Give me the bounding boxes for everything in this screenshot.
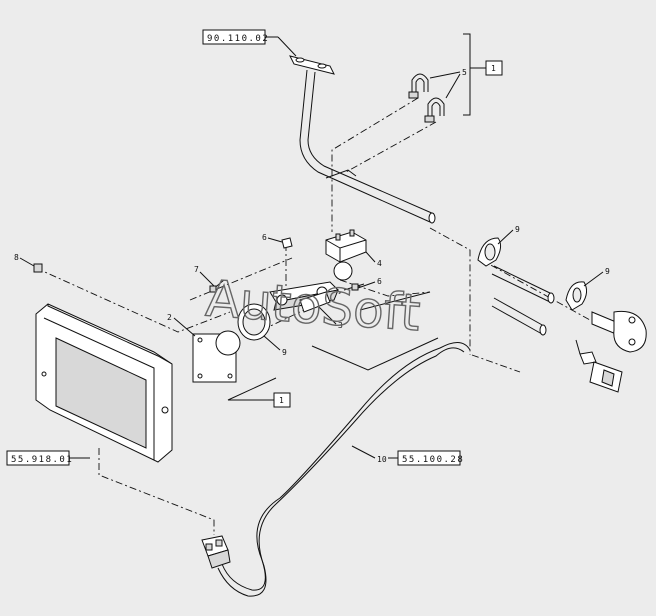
tube-upper-right[interactable] — [491, 265, 555, 304]
watermark: AutoSoft — [203, 269, 423, 343]
clamp-ring-right-top[interactable] — [477, 237, 502, 267]
u-bolt-lower[interactable] — [424, 97, 445, 123]
group-box-bottom-text: 1 — [279, 396, 284, 405]
callout-6-lower: 6 — [377, 277, 382, 286]
ref-label-harness[interactable]: 55.100.28 — [397, 450, 464, 466]
mount-foot-right[interactable] — [591, 310, 647, 353]
callout-9-left: 9 — [282, 348, 287, 357]
monitor[interactable] — [35, 303, 173, 463]
mounting-arm[interactable] — [289, 55, 436, 224]
clamp-bracket[interactable] — [269, 281, 365, 313]
callout-6-upper: 6 — [262, 233, 267, 242]
group-box-bottom: 1 — [227, 377, 291, 408]
callout-5: 5 — [462, 68, 467, 77]
connector-right[interactable] — [575, 339, 623, 393]
group-box-top-text: 1 — [491, 64, 496, 73]
ref-label-bracket-text: 90.110.02 — [207, 34, 269, 44]
watermark-text: AutoSoft — [204, 270, 422, 343]
group-box-top: 1 — [463, 33, 503, 116]
callout-4: 4 — [377, 259, 382, 268]
ref-label-display-text: 55.918.01 — [11, 455, 73, 465]
callout-7: 7 — [194, 265, 199, 274]
screw-7[interactable] — [209, 279, 225, 293]
callout-10: 10 — [377, 455, 387, 464]
ref-label-harness-text: 55.100.28 — [402, 455, 464, 465]
hinge-block[interactable] — [325, 229, 367, 281]
ref-label-display[interactable]: 55.918.01 — [6, 450, 73, 466]
clamp-ring-left[interactable] — [237, 303, 271, 341]
nut-upper[interactable] — [281, 237, 293, 249]
callout-3: 3 — [338, 321, 343, 330]
tube-lower-right[interactable] — [491, 297, 547, 336]
screw-8[interactable] — [33, 263, 43, 273]
mounting-plate[interactable] — [192, 330, 241, 383]
callout-2: 2 — [167, 313, 172, 322]
wire-harness[interactable] — [201, 342, 471, 597]
ref-label-bracket[interactable]: 90.110.02 — [202, 29, 269, 45]
callout-9-right-top: 9 — [515, 225, 520, 234]
u-bolt-upper[interactable] — [408, 73, 429, 99]
clamp-ring-right-mid[interactable] — [565, 281, 588, 311]
callout-9-right-mid: 9 — [605, 267, 610, 276]
callout-8: 8 — [14, 253, 19, 262]
